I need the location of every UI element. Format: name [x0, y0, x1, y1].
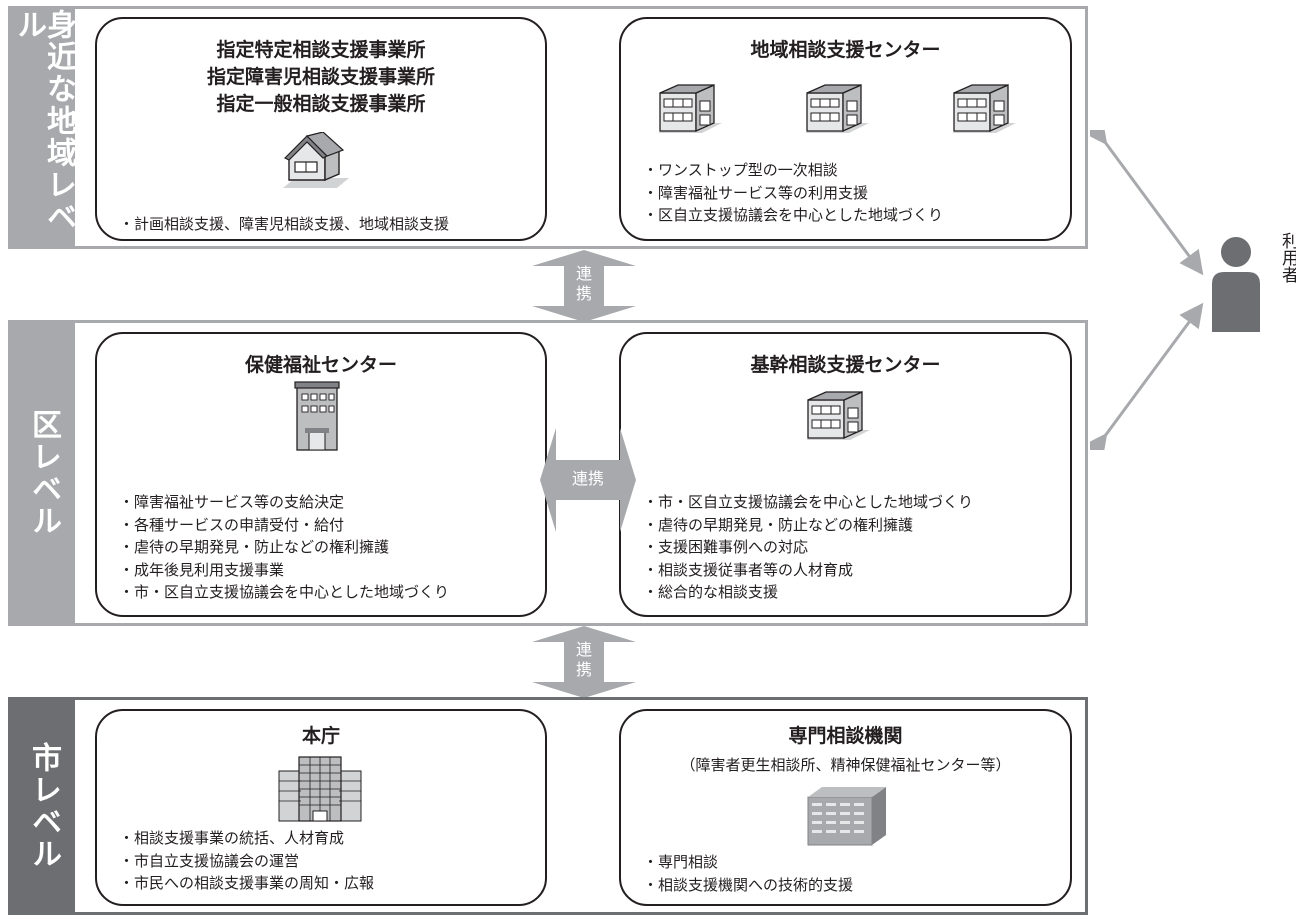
- list-item: 各種サービスの申請受付・給付: [119, 514, 449, 537]
- ward-right-title: 基幹相談支援センター: [750, 354, 941, 376]
- link-arrow-top: [532, 250, 636, 322]
- user-label: 利用者: [1278, 232, 1296, 283]
- local-left-title-3: 指定一般相談支援事業所: [216, 93, 426, 115]
- list-item: 成年後見利用支援事業: [119, 559, 449, 582]
- list-item: 区自立支援協議会を中心とした地域づくり: [643, 204, 943, 227]
- list-item: 総合的な相談支援: [643, 581, 973, 604]
- list-item: 相談支援事業の統括、人材育成: [119, 827, 374, 850]
- building-icon: [804, 84, 870, 134]
- list-item: ワンストップ型の一次相談: [643, 159, 943, 182]
- local-level-panel: 身近な地域レベル 指定特定相談支援事業所 指定障害児相談支援事業所 指定一般相談…: [8, 6, 1088, 249]
- list-item: 虐待の早期発見・防止などの権利擁護: [643, 514, 973, 537]
- local-left-title-2: 指定障害児相談支援事業所: [206, 66, 435, 88]
- local-right-box: 地域相談支援センター ワンストップ型の一次相談 障害福祉サービス等の利用支援 区…: [619, 17, 1072, 241]
- list-item: 専門相談: [643, 851, 853, 874]
- local-right-items: ワンストップ型の一次相談 障害福祉サービス等の利用支援 区自立支援協議会を中心と…: [643, 159, 943, 227]
- ward-left-title: 保健福祉センター: [244, 354, 397, 376]
- ward-right-items: 市・区自立支援協議会を中心とした地域づくり 虐待の早期発見・防止などの権利擁護 …: [643, 491, 973, 604]
- city-left-title: 本庁: [301, 725, 340, 747]
- city-right-box: 専門相談機関 （障害者更生相談所、精神保健福祉センター等） 専門相談 相談支援機…: [619, 709, 1072, 906]
- building-icon: [657, 84, 723, 134]
- list-item: 市・区自立支援協議会を中心とした地域づくり: [119, 581, 449, 604]
- city-hall-icon: [278, 756, 362, 822]
- office-building-icon: [294, 381, 340, 451]
- list-item: 市・区自立支援協議会を中心とした地域づくり: [643, 491, 973, 514]
- local-level-tab: 身近な地域レベル: [11, 9, 76, 246]
- link-label-top: 連携: [575, 264, 592, 303]
- city-right-title: 専門相談機関: [788, 725, 903, 747]
- city-level-tab: 市レベル: [11, 700, 75, 912]
- tall-building-icon: [807, 787, 886, 846]
- link-label-bottom: 連携: [575, 640, 592, 679]
- city-right-subtitle: （障害者更生相談所、精神保健福祉センター等）: [680, 756, 1011, 774]
- person-icon: [1212, 237, 1260, 332]
- link-arrow-bottom: [532, 626, 636, 698]
- city-left-items: 相談支援事業の統括、人材育成 市自立支援協議会の運営 市民への相談支援事業の周知…: [119, 827, 374, 895]
- local-right-title: 地域相談支援センター: [750, 39, 941, 61]
- list-item: 市民への相談支援事業の周知・広報: [119, 872, 374, 895]
- list-item: 相談支援従事者等の人材育成: [643, 559, 973, 582]
- city-left-box: 本庁 相談支援事業の統括、人材育成 市自立支援協議会の運営 市民への相談支援事業…: [95, 709, 547, 906]
- city-level-panel: 市レベル 本庁 相談支援事業の統括、人材育成 市自立支援協議会の運営 市民への相…: [8, 697, 1088, 915]
- ward-level-panel: 区レベル 保健福祉センター 障害福祉サービス等の支給決定 各種サービスの申請受付…: [8, 320, 1088, 626]
- link-arrow-ward-middle: [540, 428, 636, 532]
- link-label-ward-middle: 連携: [571, 469, 604, 488]
- list-item: 障害福祉サービス等の利用支援: [643, 182, 943, 205]
- building-icon: [951, 84, 1017, 134]
- list-item: 支援困難事例への対応: [643, 536, 973, 559]
- list-item: 虐待の早期発見・防止などの権利擁護: [119, 536, 449, 559]
- ward-right-box: 基幹相談支援センター 市・区自立支援協議会を中心とした地域づくり 虐待の早期発見…: [619, 332, 1072, 617]
- local-left-box: 指定特定相談支援事業所 指定障害児相談支援事業所 指定一般相談支援事業所 計画相…: [95, 17, 547, 241]
- list-item: 相談支援機関への技術的支援: [643, 874, 853, 897]
- ward-left-box: 保健福祉センター 障害福祉サービス等の支給決定 各種サービスの申請受付・給付 虐…: [95, 332, 547, 617]
- building-icon: [805, 391, 871, 441]
- ward-level-tab: 区レベル: [11, 323, 75, 623]
- local-left-items: 計画相談支援、障害児相談支援、地域相談支援: [119, 213, 449, 236]
- list-item: 計画相談支援、障害児相談支援、地域相談支援: [119, 213, 449, 236]
- list-item: 障害福祉サービス等の支給決定: [119, 491, 449, 514]
- house-icon: [283, 132, 349, 188]
- local-left-title-1: 指定特定相談支援事業所: [216, 39, 426, 61]
- city-right-items: 専門相談 相談支援機関への技術的支援: [643, 851, 853, 896]
- list-item: 市自立支援協議会の運営: [119, 850, 374, 873]
- user-connector-arrows: [1090, 130, 1204, 450]
- ward-left-items: 障害福祉サービス等の支給決定 各種サービスの申請受付・給付 虐待の早期発見・防止…: [119, 491, 449, 604]
